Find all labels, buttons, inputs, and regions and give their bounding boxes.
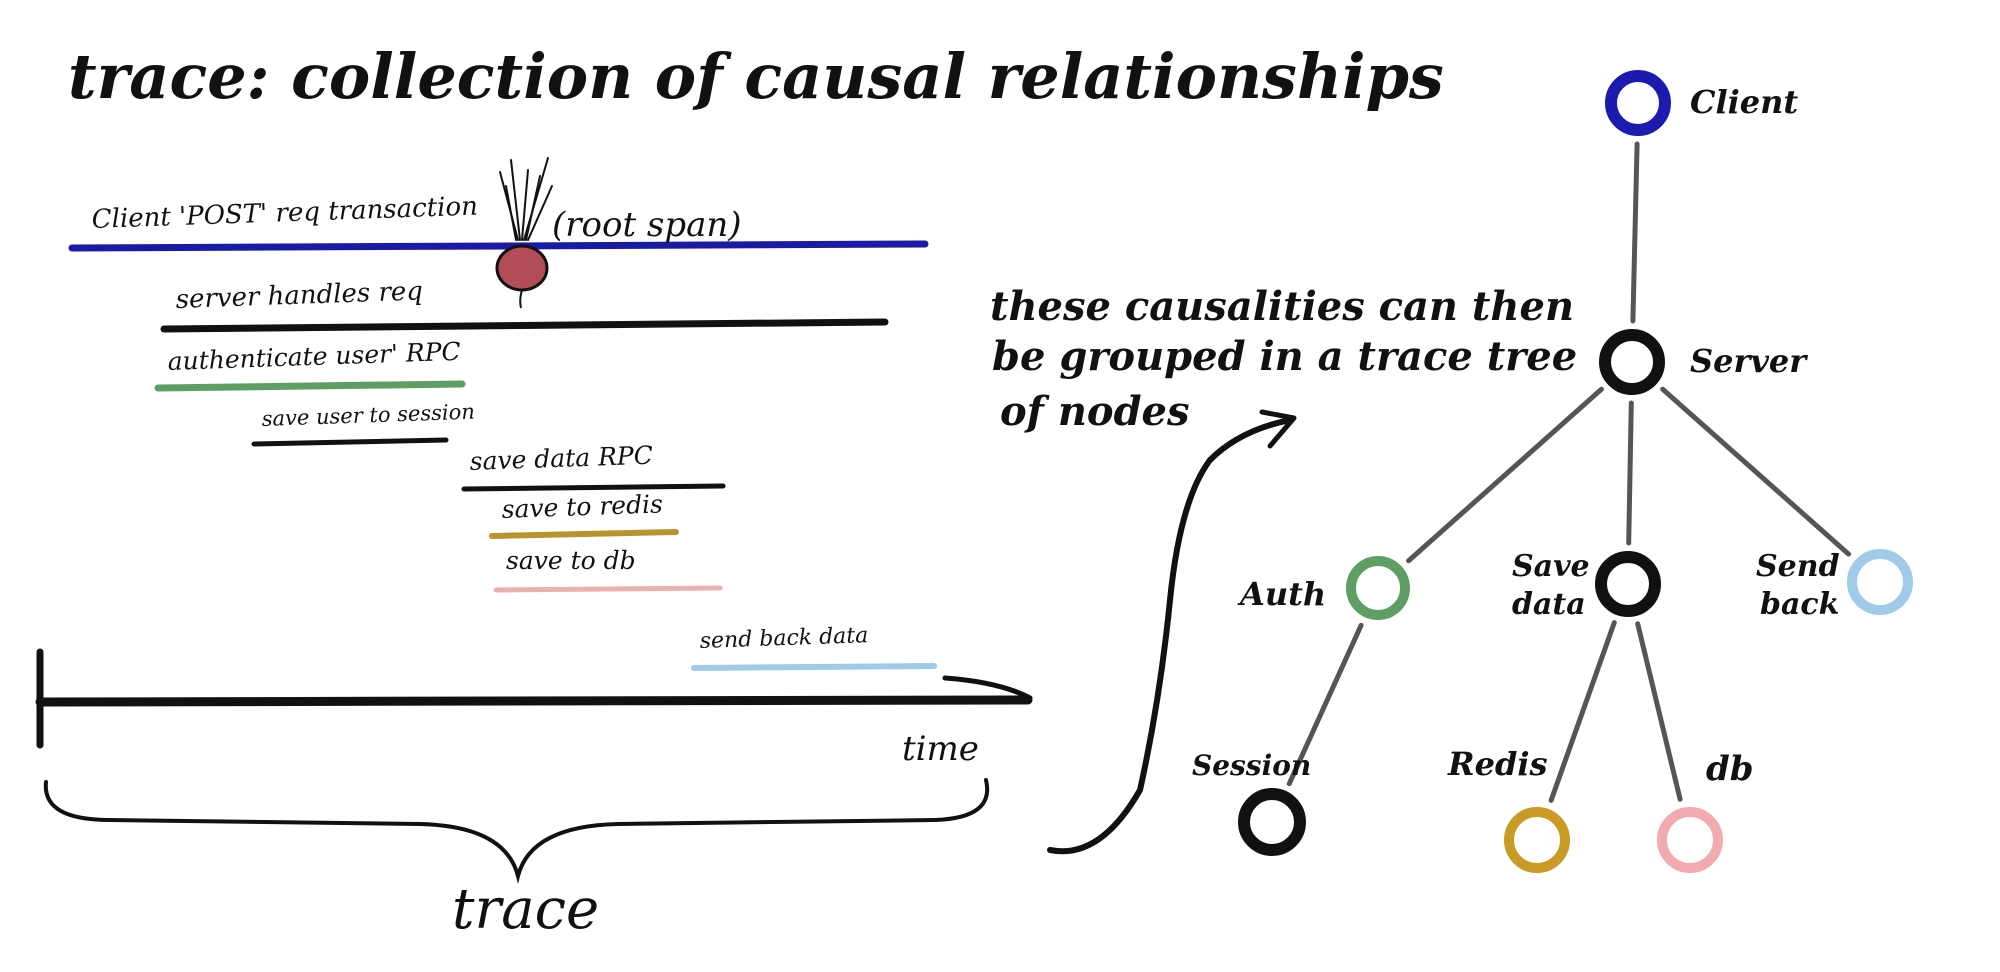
time-axis-label: time	[902, 729, 979, 769]
node-label-send-back-line-2: back	[1760, 587, 1839, 622]
node-circle-save-data	[1595, 551, 1661, 617]
tree-edge-save-data-to-db	[1635, 621, 1683, 802]
node-label-send-back-line-1: Send	[1756, 549, 1840, 584]
tree-caption-line-1: these causalities can then	[990, 283, 1574, 330]
span-bar-save-data-rpc	[461, 483, 726, 492]
span-bar-save-to-redis	[489, 529, 679, 539]
node-label-db: db	[1706, 749, 1754, 789]
tree-edges	[1286, 141, 1852, 803]
node-label-redis: Redis	[1447, 745, 1548, 783]
span-label-save-user-to-session: save user to session	[261, 400, 475, 431]
span-label-authenticate-user: authenticate user' RPC	[167, 337, 461, 376]
root-span-label: (root span)	[552, 205, 742, 245]
tree-edge-save-data-to-redis	[1548, 620, 1617, 803]
node-label-save-data: Save data	[1512, 549, 1600, 622]
tree-node-server: Server	[1599, 329, 1808, 395]
tree-caption: these causalities can then be grouped in…	[990, 283, 1591, 435]
tree-edge-client-to-server	[1630, 141, 1640, 324]
span-label-send-back-data: send back data	[699, 623, 868, 654]
diagram-title: trace: collection of causal relationship…	[68, 40, 1444, 113]
span-bar-save-user-to-session	[251, 437, 449, 447]
node-label-session: Session	[1192, 749, 1311, 782]
node-label-save-data-line-2: data	[1512, 587, 1586, 622]
node-circle-auth	[1346, 556, 1410, 620]
node-circle-redis	[1504, 807, 1570, 873]
root-span-marker	[495, 157, 553, 309]
span-bar-save-to-db	[493, 585, 723, 593]
tree-caption-line-3: of nodes	[1000, 388, 1190, 435]
tree-node-auth: Auth	[1237, 556, 1410, 620]
span-label-save-data-rpc: save data RPC	[469, 441, 653, 476]
trace-brace	[43, 778, 990, 884]
node-circle-db	[1657, 807, 1723, 873]
span-bar-send-back-data	[691, 663, 937, 671]
node-label-auth: Auth	[1237, 575, 1326, 613]
node-circle-server	[1599, 329, 1665, 395]
node-circle-session	[1238, 788, 1306, 856]
tree-caption-line-2: be grouped in a trace tree	[992, 333, 1577, 380]
span-label-client-post: Client 'POST' req transaction	[91, 192, 478, 235]
tree-node-db: db	[1657, 749, 1754, 873]
node-label-server: Server	[1690, 342, 1808, 380]
tree-edge-server-to-save-data	[1626, 400, 1634, 546]
span-label-save-to-db: save to db	[506, 546, 636, 575]
tree-node-send-back: Send back	[1756, 549, 1913, 622]
trace-label: trace	[452, 877, 599, 942]
node-label-client: Client	[1690, 83, 1798, 121]
span-label-server-handles-req: server handles req	[175, 276, 423, 315]
tree-node-save-data: Save data	[1512, 549, 1661, 622]
caption-arrow	[1047, 409, 1297, 855]
tree-edge-server-to-send-back	[1660, 386, 1852, 557]
node-circle-client	[1605, 70, 1671, 136]
span-label-save-to-redis: save to redis	[501, 489, 663, 524]
span-bar-server-handles-req	[160, 318, 889, 333]
tree-edge-auth-to-session	[1286, 622, 1364, 787]
span-bar-authenticate-user	[154, 380, 466, 392]
tree-node-redis: Redis	[1447, 745, 1570, 873]
tree-edge-server-to-auth	[1406, 386, 1604, 564]
node-label-send-back: Send back	[1756, 549, 1850, 622]
time-axis	[35, 648, 1033, 749]
node-label-save-data-line-1: Save	[1512, 549, 1590, 584]
span-bar-client-post	[68, 240, 929, 252]
tree-node-client: Client	[1605, 70, 1798, 136]
node-circle-send-back	[1847, 549, 1913, 615]
tree-node-session: Session	[1192, 749, 1311, 856]
